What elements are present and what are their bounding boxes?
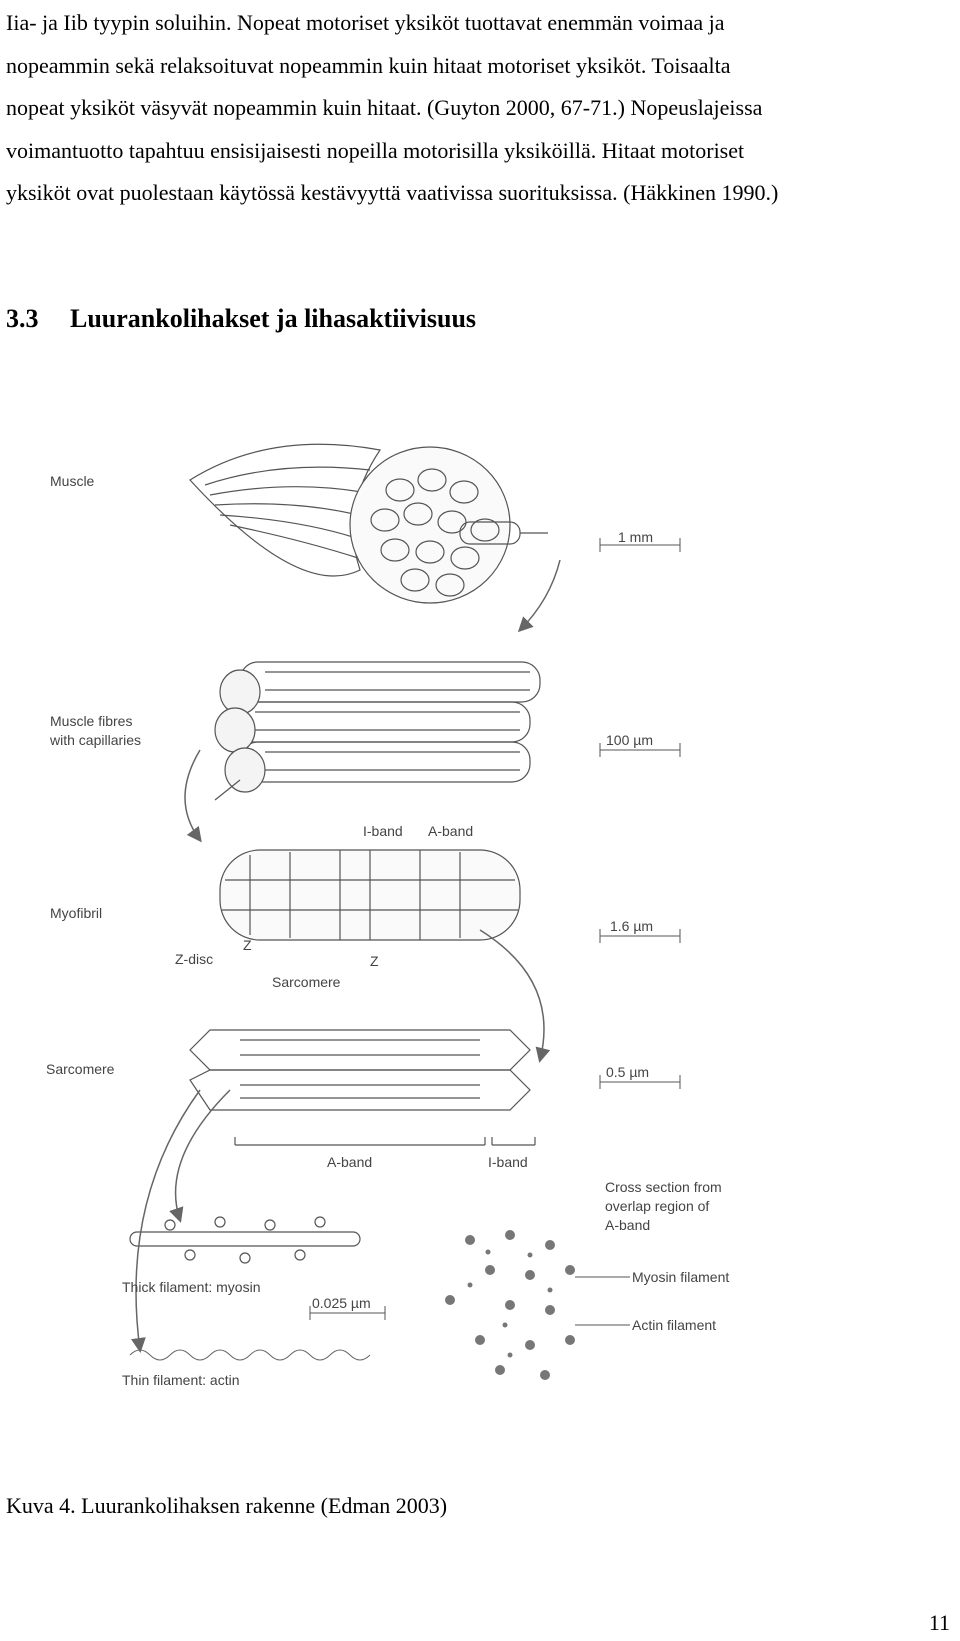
myofibril-illustration bbox=[219, 849, 521, 941]
label-cross-section-2: overlap region of bbox=[605, 1198, 709, 1214]
sarcomere-illustration bbox=[189, 1029, 536, 1146]
label-a-band-bottom: A-band bbox=[327, 1154, 372, 1170]
label-myosin-filament: Myosin filament bbox=[632, 1269, 729, 1285]
muscle-fibres-illustration bbox=[214, 661, 541, 801]
muscle-structure-figure: Muscle Muscle fibres with capillaries My… bbox=[40, 440, 800, 1460]
label-z-disc: Z-disc bbox=[175, 951, 213, 967]
thin-filament-illustration bbox=[129, 1349, 371, 1361]
label-scale-1-6um: 1.6 µm bbox=[610, 918, 653, 934]
label-cross-section-1: Cross section from bbox=[605, 1179, 722, 1195]
label-thick-filament: Thick filament: myosin bbox=[122, 1279, 260, 1295]
paragraph-line: voimantuotto tapahtuu ensisijaisesti nop… bbox=[6, 137, 745, 163]
thick-filament-illustration bbox=[129, 1216, 361, 1264]
label-fibres-2: with capillaries bbox=[49, 732, 141, 748]
label-i-band-top: I-band bbox=[363, 823, 403, 839]
label-fibres-1: Muscle fibres bbox=[50, 713, 132, 729]
label-z-right: Z bbox=[370, 953, 379, 969]
cross-section-illustration bbox=[445, 1230, 575, 1380]
label-actin-filament: Actin filament bbox=[632, 1317, 716, 1333]
label-muscle: Muscle bbox=[50, 473, 95, 489]
label-myofibril: Myofibril bbox=[50, 905, 102, 921]
scale-bars bbox=[309, 538, 681, 1326]
label-a-band-top: A-band bbox=[428, 823, 473, 839]
body-paragraph: Iia- ja Iib tyypin soluihin. Nopeat moto… bbox=[6, 2, 954, 215]
label-thin-filament: Thin filament: actin bbox=[122, 1372, 240, 1388]
label-scale-0-5um: 0.5 µm bbox=[606, 1064, 649, 1080]
label-scale-100um: 100 µm bbox=[606, 732, 653, 748]
label-scale-0-025um: 0.025 µm bbox=[312, 1295, 371, 1311]
paragraph-line: nopeammin sekä relaksoituvat nopeammin k… bbox=[6, 52, 731, 78]
label-scale-1mm: 1 mm bbox=[618, 529, 653, 545]
muscle-structure-drawing: Muscle Muscle fibres with capillaries My… bbox=[46, 443, 729, 1388]
section-heading: 3.3 Luurankolihakset ja lihasaktiivisuus bbox=[6, 304, 476, 334]
label-z-left: Z bbox=[243, 937, 252, 953]
section-title: Luurankolihakset ja lihasaktiivisuus bbox=[70, 304, 477, 333]
paragraph-line: yksiköt ovat puolestaan käytössä kestävy… bbox=[6, 180, 779, 205]
paragraph-line: nopeat yksiköt väsyvät nopeammin kuin hi… bbox=[6, 95, 763, 120]
whole-muscle-illustration bbox=[189, 443, 548, 604]
label-sarcomere-under: Sarcomere bbox=[272, 974, 341, 990]
label-sarcomere: Sarcomere bbox=[46, 1061, 115, 1077]
label-i-band-bottom: I-band bbox=[488, 1154, 528, 1170]
paragraph-line: Iia- ja Iib tyypin soluihin. Nopeat moto… bbox=[6, 10, 725, 35]
label-cross-section-3: A-band bbox=[605, 1217, 650, 1233]
page-number: 11 bbox=[928, 1610, 950, 1635]
figure-caption: Kuva 4. Luurankolihaksen rakenne (Edman … bbox=[6, 1493, 448, 1518]
connecting-arrows bbox=[130, 559, 561, 1353]
section-number: 3.3 bbox=[6, 304, 39, 333]
